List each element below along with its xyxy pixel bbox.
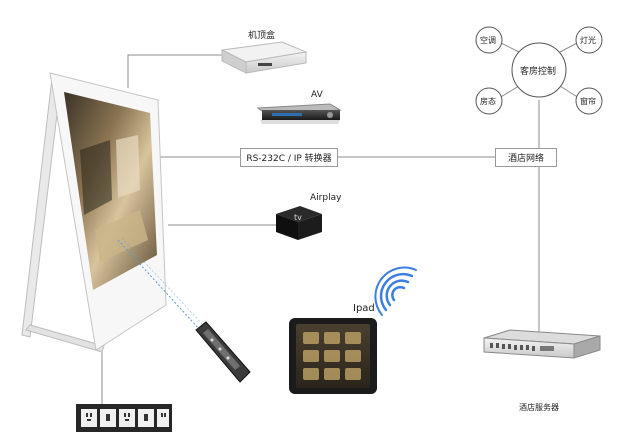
rs232-converter-box: RS-232C / IP 转换器 <box>240 148 338 167</box>
settop-box-label: 机顶盒 <box>248 31 276 41</box>
aircon-circle <box>475 26 503 54</box>
link-curtain <box>559 85 580 99</box>
kiosk-screen-icon <box>21 72 167 353</box>
link-aircon <box>498 41 520 53</box>
hotel-network-label: 酒店网络 <box>507 154 544 164</box>
ipad-icon <box>289 318 377 394</box>
hotel-network-box: 酒店网络 <box>495 148 557 167</box>
apple-tv-icon <box>276 206 322 240</box>
curtain-label: 窗帘 <box>580 97 596 106</box>
rs232-converter-label: RS-232C / IP 转换器 <box>246 154 332 164</box>
av-label: AV <box>311 90 323 100</box>
av-receiver-icon <box>256 103 342 124</box>
room-status-circle <box>475 87 503 115</box>
room-control-hub <box>475 26 603 115</box>
room-status-label: 房态 <box>480 97 496 106</box>
hotel-server-icon <box>483 329 601 359</box>
wall-panel-icon <box>76 404 172 432</box>
link-tv-settop <box>127 54 222 88</box>
airplay-label: Airplay <box>310 193 342 203</box>
room-control-label: 客房控制 <box>520 67 557 77</box>
wifi-signal-icon <box>374 266 417 316</box>
link-room-status <box>498 85 520 99</box>
light-circle <box>575 26 603 54</box>
aircon-label: 空调 <box>480 36 496 45</box>
room-control-circle <box>511 42 567 98</box>
ir-remote-icon <box>117 237 251 383</box>
ipad-label: Ipad <box>353 303 375 314</box>
hotel-server-label: 酒店服务器 <box>519 403 559 412</box>
curtain-circle <box>575 87 603 115</box>
connection-lines <box>101 41 580 405</box>
light-label: 灯光 <box>580 36 596 45</box>
apple-tv-logo: tv <box>294 213 302 222</box>
settop-box-icon <box>220 41 308 74</box>
link-light <box>559 41 580 53</box>
